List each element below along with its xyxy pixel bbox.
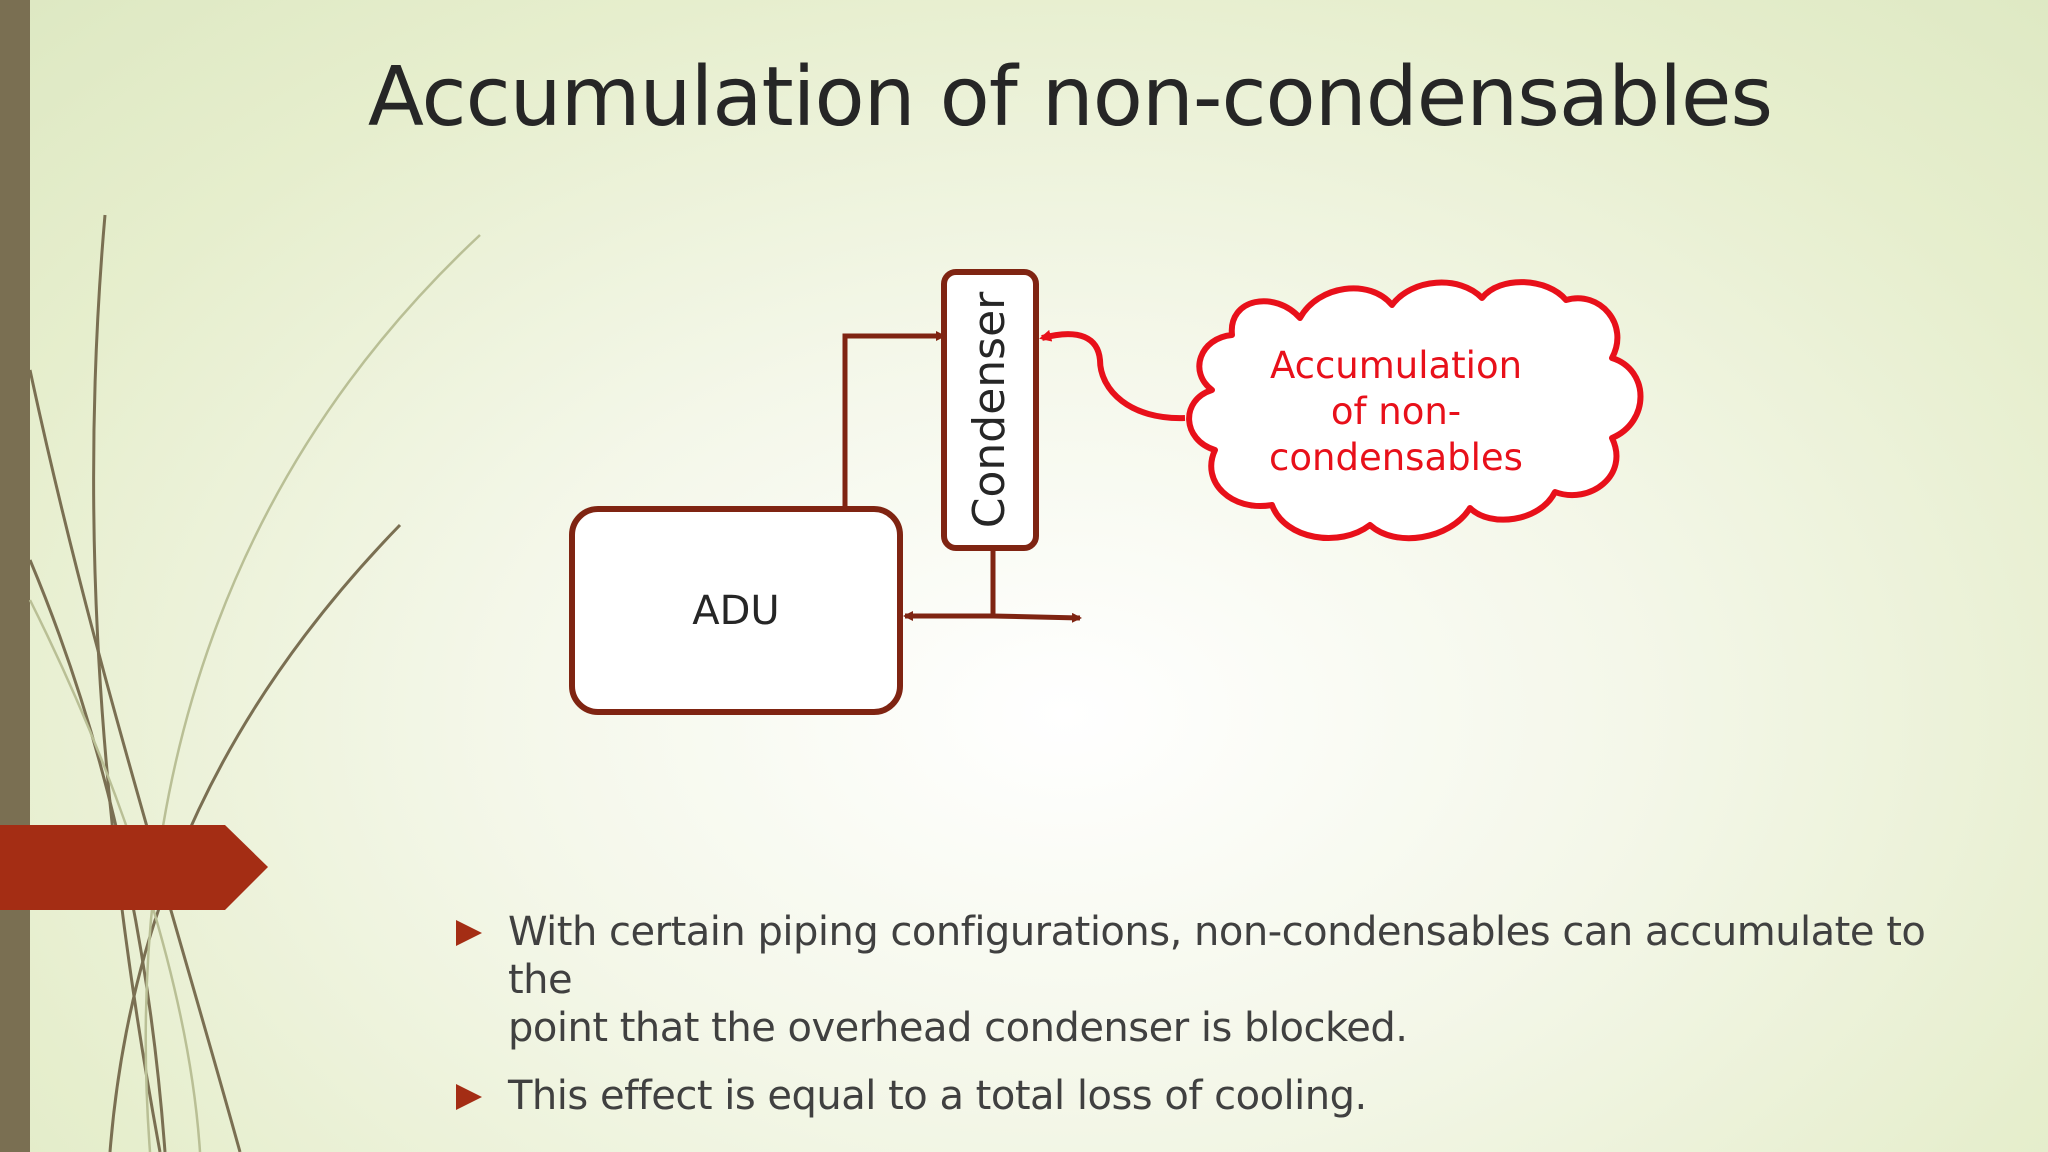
decor-curve <box>144 234 481 1152</box>
adu-box <box>569 506 903 715</box>
triangle-bullet-icon <box>456 920 482 946</box>
decor-curve <box>28 369 242 1152</box>
triangle-bullet-icon <box>456 1084 482 1110</box>
accent-arrow-tab <box>0 825 268 910</box>
bullet-item: With certain piping configurations, non-… <box>452 908 1952 1052</box>
left-accent-bar <box>0 0 30 1152</box>
bullet-text-line: With certain piping configurations, non-… <box>508 909 1926 1003</box>
bullet-text-line: This effect is equal to a total loss of … <box>508 1073 1367 1119</box>
callout-pointer-arrow <box>1039 329 1186 422</box>
adu-label: ADU <box>692 588 779 634</box>
bullet-list: With certain piping configurations, non-… <box>452 908 1952 1140</box>
callout-cloud <box>1186 279 1644 542</box>
callout-line-3: condensables <box>1269 436 1523 479</box>
condenser-box <box>941 269 1039 551</box>
slide-title: Accumulation of non-condensables <box>367 50 1773 145</box>
bullet-item: This effect is equal to a total loss of … <box>452 1072 1952 1120</box>
callout-line-1: Accumulation <box>1270 344 1522 387</box>
distillate-arrow <box>992 612 1082 623</box>
vapor-line-arrow <box>842 331 946 506</box>
condenser-label: Condenser <box>964 291 1015 528</box>
bullet-text-line: point that the overhead condenser is blo… <box>508 1005 1408 1051</box>
decor-curve <box>108 523 402 1152</box>
callout-line-2: of non- <box>1331 390 1461 433</box>
